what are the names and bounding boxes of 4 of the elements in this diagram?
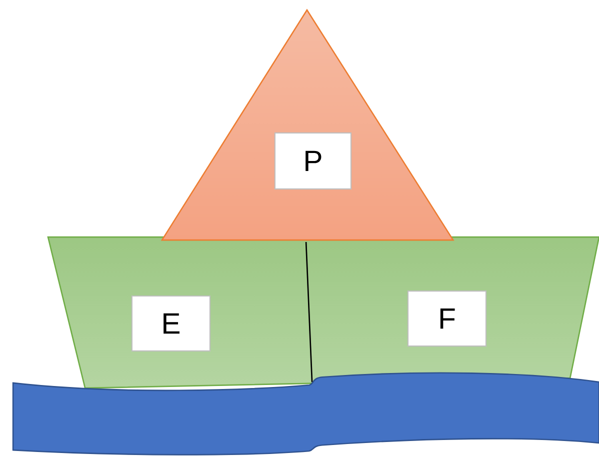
letter-box: P [274, 132, 352, 190]
wave-shape [12, 372, 599, 456]
letter-box: E [131, 295, 210, 352]
letter-box: F [407, 290, 487, 347]
